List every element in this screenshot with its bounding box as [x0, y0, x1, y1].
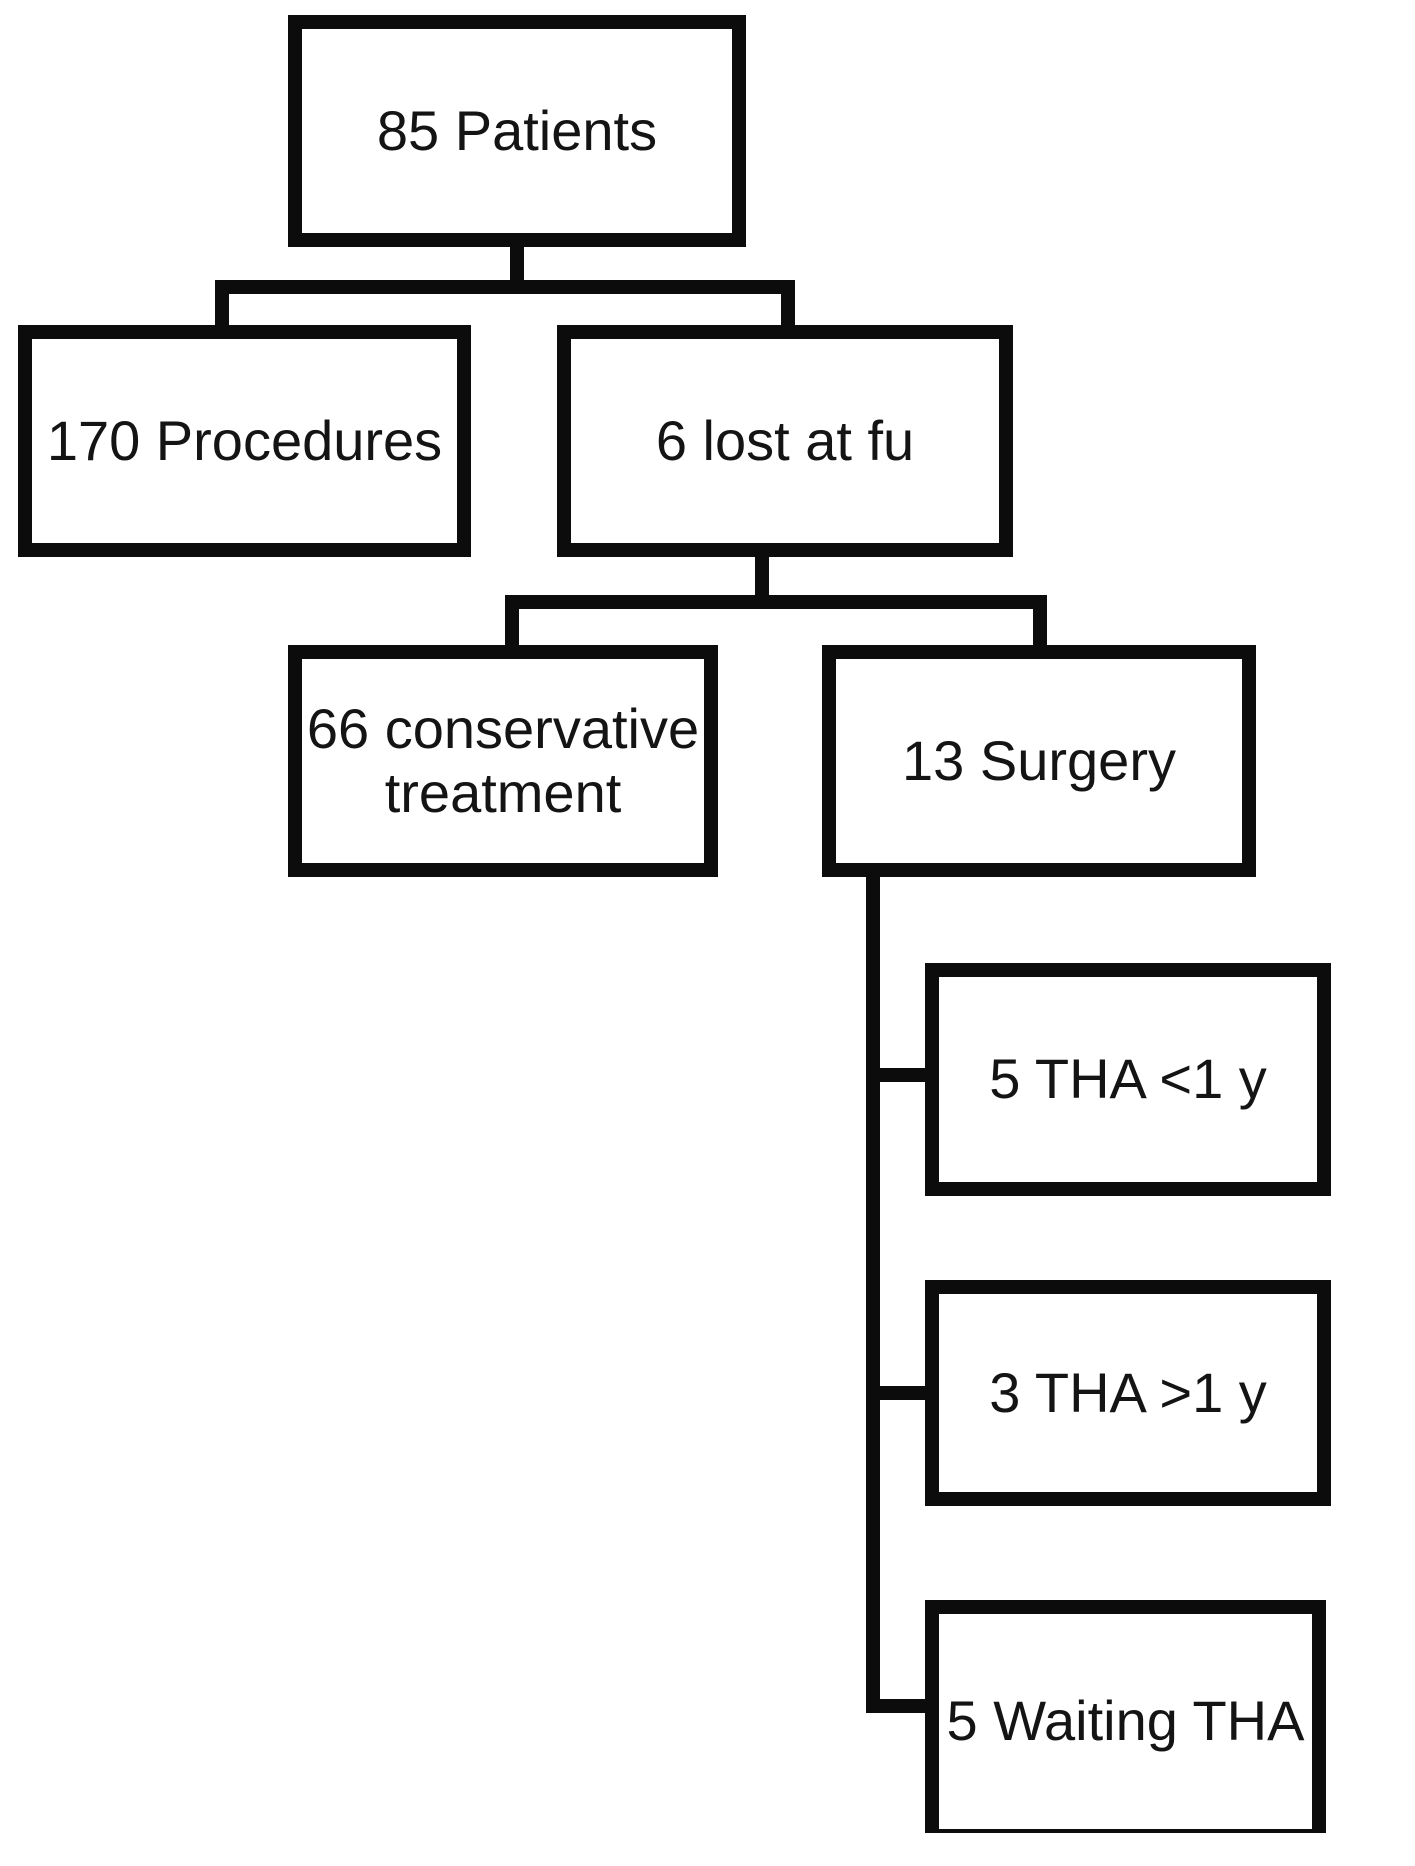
node-5-tha-lt-1y-label: 5 THA <1 y — [989, 1047, 1267, 1111]
node-3-tha-gt-1y-label: 3 THA >1 y — [989, 1360, 1267, 1424]
node-85-patients: 85 Patients — [288, 15, 746, 247]
connector-patients-stub — [510, 246, 524, 286]
connector-branch-waiting-tha — [866, 1699, 926, 1713]
node-13-surgery: 13 Surgery — [822, 645, 1256, 877]
node-170-procedures: 170 Procedures — [18, 325, 471, 557]
node-66-conservative-treatment-label: 66 conservative treatment — [306, 696, 700, 824]
node-13-surgery-label: 13 Surgery — [902, 728, 1176, 792]
connector-drop-procedures — [215, 280, 229, 326]
connector-patients-horizontal — [215, 280, 795, 294]
connector-surgery-trunk — [866, 876, 880, 1713]
connector-drop-conservative — [505, 595, 519, 646]
node-5-waiting-tha-label: 5 Waiting THA — [946, 1689, 1305, 1753]
connector-lost-fu-horizontal — [505, 595, 1047, 609]
node-170-procedures-label: 170 Procedures — [46, 408, 443, 472]
node-3-tha-gt-1y: 3 THA >1 y — [925, 1280, 1331, 1506]
node-5-waiting-tha: 5 Waiting THA — [925, 1600, 1326, 1833]
connector-branch-tha-gt1y — [866, 1386, 926, 1400]
connector-drop-surgery — [1033, 595, 1047, 646]
connector-drop-lost-fu — [781, 280, 795, 326]
node-6-lost-at-fu-label: 6 lost at fu — [655, 408, 915, 472]
node-5-tha-lt-1y: 5 THA <1 y — [925, 963, 1331, 1196]
connector-branch-tha-lt1y — [866, 1068, 926, 1082]
node-85-patients-label: 85 Patients — [376, 98, 658, 162]
connector-lost-fu-stub — [755, 556, 769, 596]
node-6-lost-at-fu: 6 lost at fu — [557, 325, 1013, 557]
node-66-conservative-treatment: 66 conservative treatment — [288, 645, 718, 877]
